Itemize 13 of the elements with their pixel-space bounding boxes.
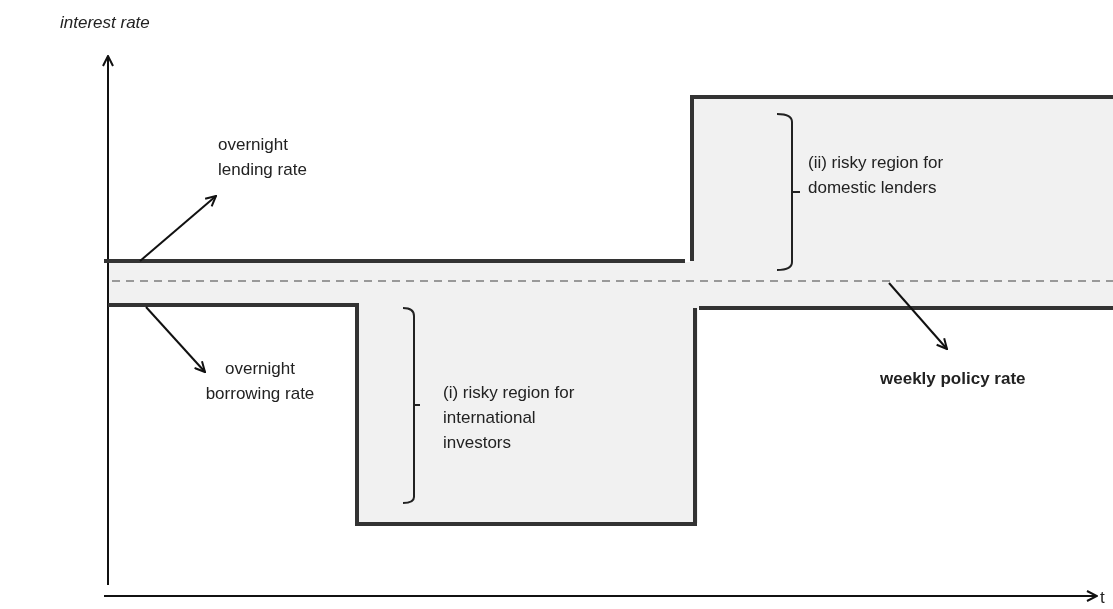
leader-arrow [139, 195, 217, 262]
region-label: (i) risky region for international investors [443, 382, 576, 454]
rate-label: overnight borrowing rate [195, 356, 325, 406]
axis-title: t [1100, 587, 1106, 609]
region-label: (ii) risky region for domestic lenders [808, 152, 945, 199]
leader-arrow [145, 306, 206, 373]
rate-label: overnight lending rate [218, 132, 338, 182]
axis-title: interest rate [60, 12, 151, 34]
lending-rate-line [102, 95, 1113, 263]
policy-rate-line [111, 280, 1113, 282]
leader-arrow [888, 282, 948, 350]
borrowing-rate-line [106, 303, 1113, 526]
rate-label: weekly policy rate [880, 366, 1060, 391]
